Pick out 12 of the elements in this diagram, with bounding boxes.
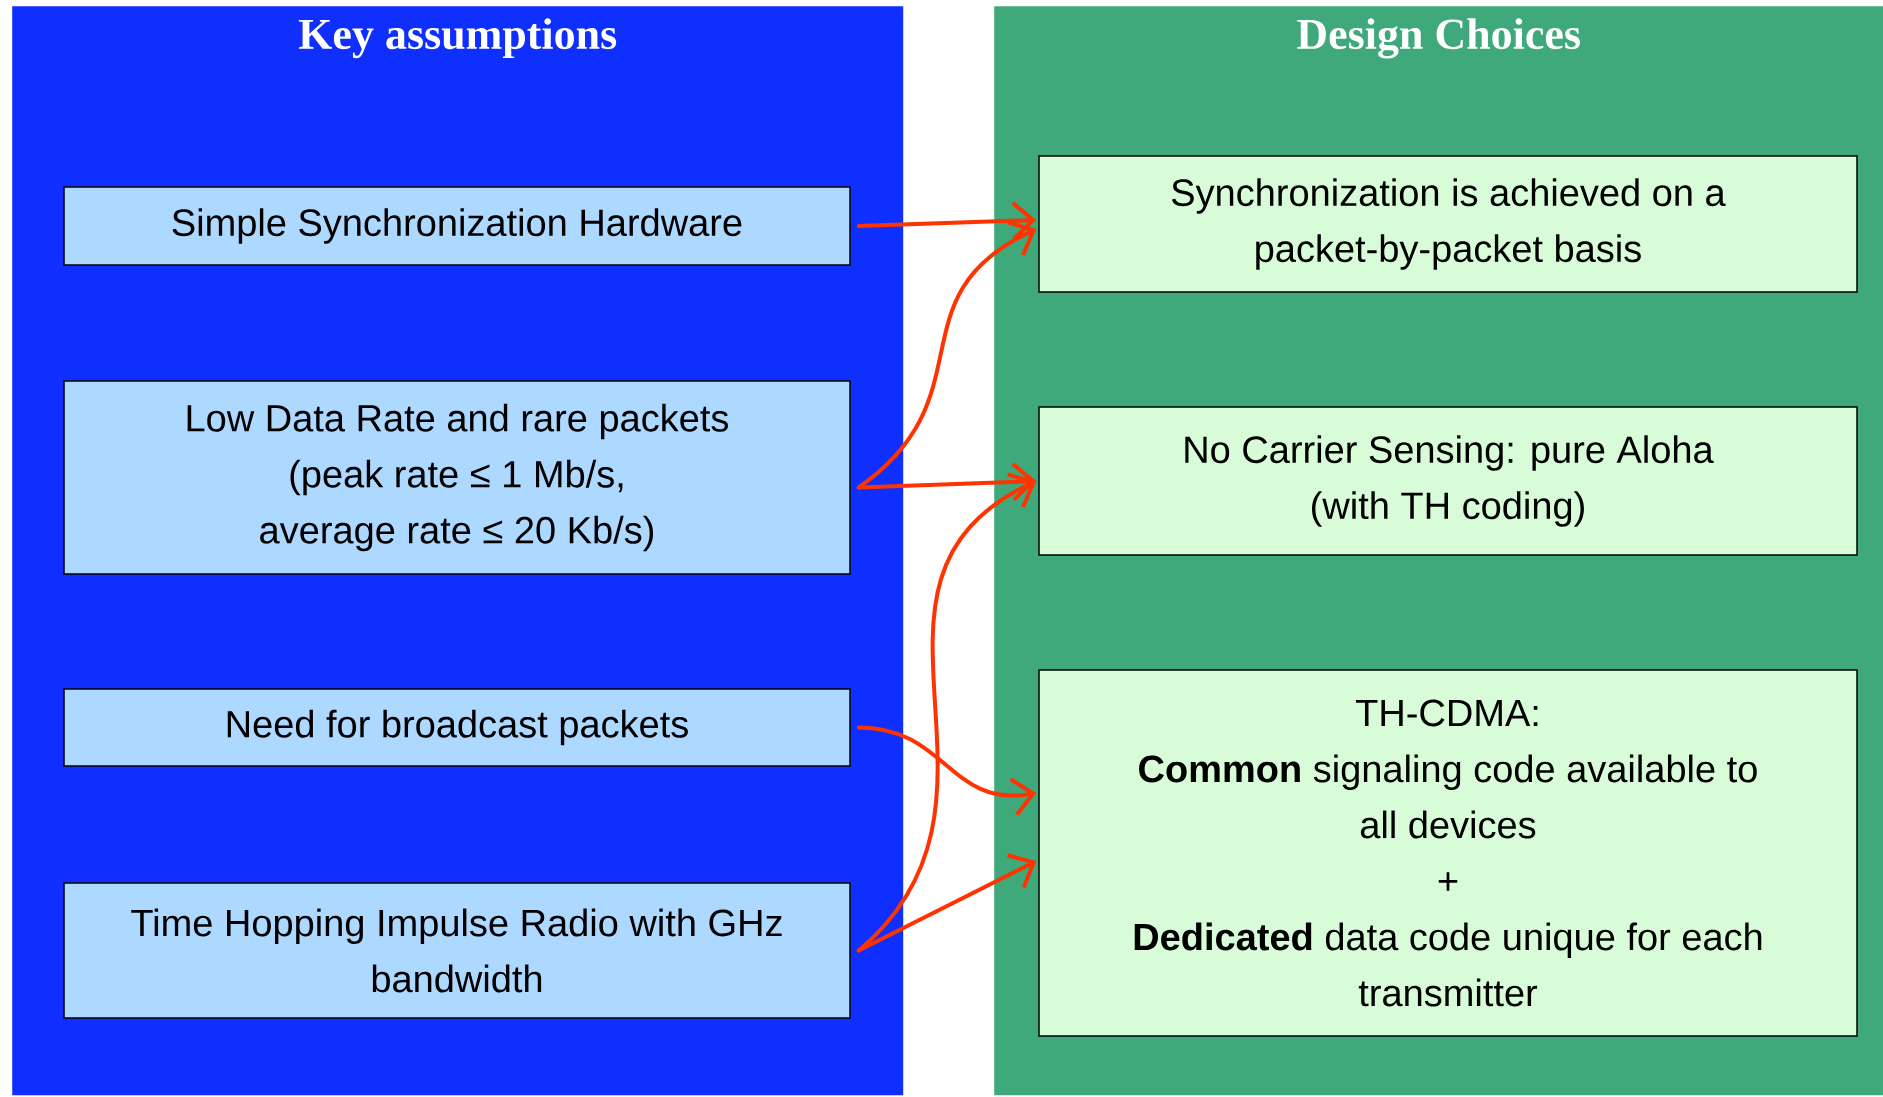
arrow	[856, 462, 1037, 502]
text-box: Simple Synchronization Hardware	[63, 186, 851, 266]
text-box: Time Hopping Impulse Radio with GHz bandwidth	[63, 882, 851, 1019]
text-box: Need for broadcast packets	[63, 688, 851, 767]
arrow	[856, 853, 1037, 953]
arrow	[856, 220, 1037, 490]
text-box: TH-CDMA: Common signaling code available to all devices + Dedicated data code unique for each transmitter	[1038, 669, 1858, 1037]
text-box: Low Data Rate and rare packets (peak rate ≤ 1 Mb/s, average rate ≤ 20 Kb/s)	[63, 380, 851, 575]
arrow	[856, 201, 1037, 241]
text-box: Synchronization is achieved on a packet-by-packet basis	[1038, 155, 1858, 293]
text-box: No Carrier Sensing: pure Aloha (with TH coding)	[1038, 406, 1858, 556]
arrow	[856, 725, 1037, 816]
